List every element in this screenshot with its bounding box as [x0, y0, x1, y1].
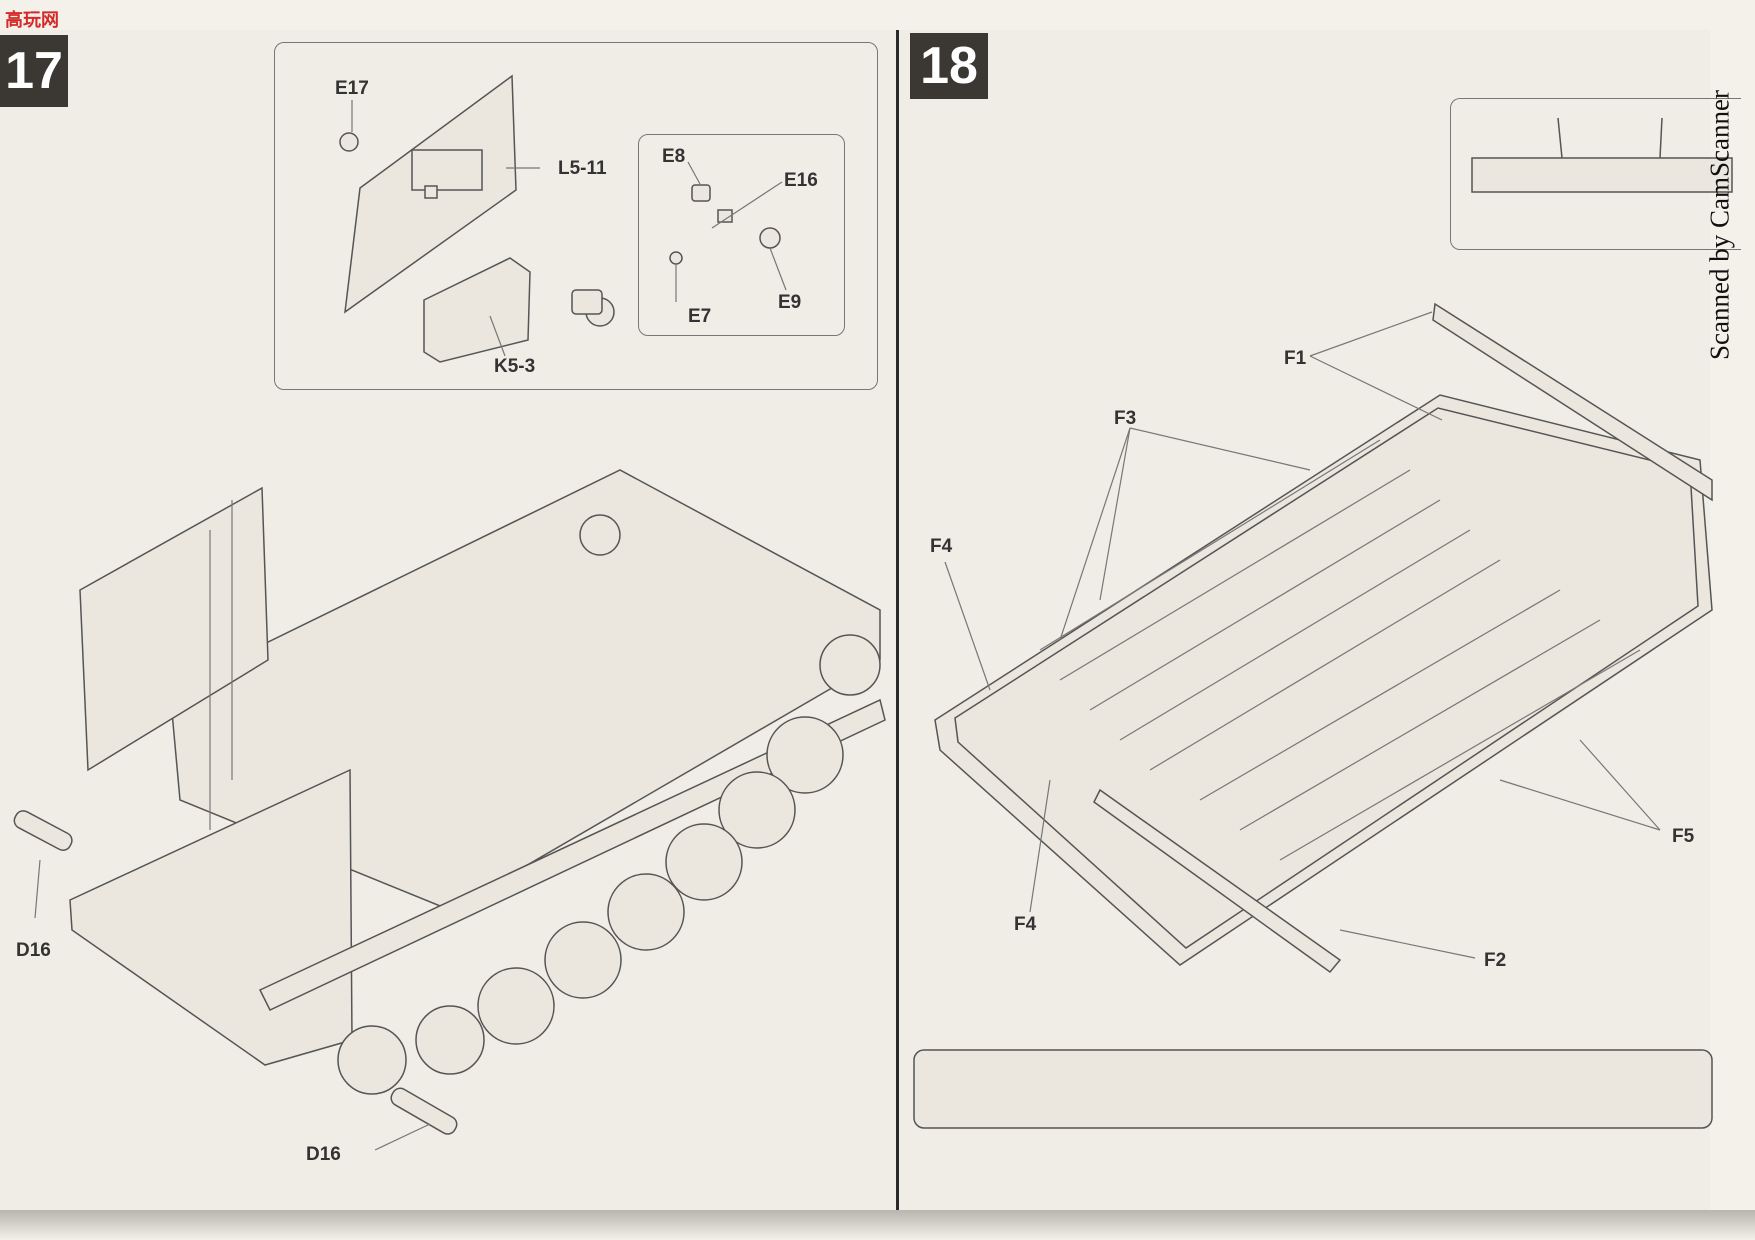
road-wheel-8	[337, 1025, 407, 1095]
step-17-number: 17	[0, 35, 68, 107]
label-k5-3: K5-3	[494, 356, 536, 377]
road-wheel-3	[665, 823, 743, 901]
scanner-watermark: Scanned by CamScanner	[1700, 60, 1740, 390]
step-17-sub-inset	[638, 134, 845, 336]
label-e9: E9	[778, 292, 802, 313]
road-wheel-1	[766, 716, 844, 794]
track-strip-bottom	[913, 1049, 1713, 1129]
part-e16	[717, 209, 733, 223]
label-e17: E17	[335, 78, 369, 99]
idler-wheel	[579, 514, 621, 556]
page-divider	[896, 30, 899, 1210]
step-18-track-inset	[1450, 98, 1741, 250]
label-f4-bottom: F4	[1014, 914, 1037, 935]
label-e16: E16	[784, 170, 818, 191]
label-e8: E8	[662, 146, 686, 167]
label-l5-11: L5-11	[558, 158, 607, 179]
part-e8	[691, 184, 711, 202]
part-e9	[759, 227, 781, 249]
road-wheel-5	[544, 921, 622, 999]
label-d16-left: D16	[16, 940, 51, 961]
label-f2: F2	[1484, 950, 1507, 971]
box-k5-3	[423, 257, 531, 363]
label-d16-bottom: D16	[306, 1144, 341, 1165]
shaft-d16-bottom	[390, 1087, 458, 1135]
hull-rear-panel	[79, 486, 269, 772]
scan-shadow	[0, 1210, 1755, 1240]
shaft-d16-left	[13, 810, 73, 851]
part-e7	[669, 251, 683, 265]
road-wheel-4	[607, 873, 685, 951]
road-wheel-6	[477, 967, 555, 1045]
track-run-top	[1432, 302, 1713, 502]
label-f1: F1	[1284, 348, 1307, 369]
watermark-text: Scanned by CamScanner	[1704, 90, 1735, 360]
road-wheel-7	[415, 1005, 485, 1075]
site-logo: 高玩网	[5, 10, 59, 30]
part-e17	[339, 132, 359, 152]
road-wheel-2	[718, 771, 796, 849]
track-run-bottom	[1093, 788, 1342, 974]
step-18-number: 18	[910, 33, 988, 99]
step-17-detail-inset	[274, 42, 878, 390]
label-f3: F3	[1114, 408, 1137, 429]
sprocket-wheel	[819, 634, 881, 696]
label-f4-top: F4	[930, 536, 953, 557]
hull-front-plate	[69, 768, 353, 1066]
label-f5: F5	[1672, 826, 1695, 847]
label-e7: E7	[688, 306, 712, 327]
inset-track-segment	[1471, 157, 1733, 193]
sprue-frame-f	[934, 394, 1713, 966]
